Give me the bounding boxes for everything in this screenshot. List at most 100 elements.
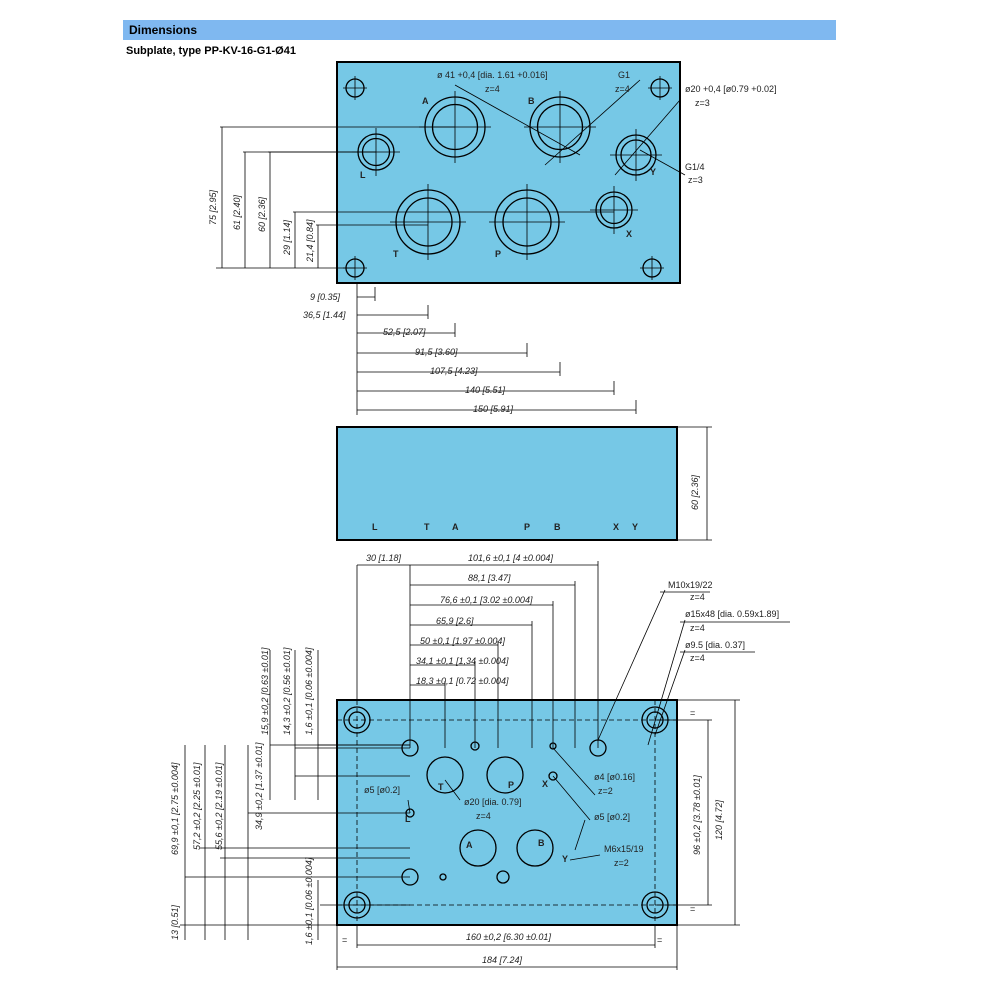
port-label-x: X	[626, 229, 632, 239]
bottom-port-t: T	[438, 782, 444, 792]
dim-160: 160 ±0,2 [6.30 ±0.01]	[466, 932, 551, 942]
dim-9: 9 [0.35]	[310, 292, 341, 302]
dim-1-6-bottom: 1,6 ±0,1 [0.06 ±0.004]	[304, 857, 314, 945]
dimension-line	[647, 619, 686, 746]
side-port-t: T	[424, 522, 430, 532]
callout-m6: M6x15/19	[604, 844, 644, 854]
dim-34-9: 34,9 ±0,2 [1.37 ±0.01]	[254, 742, 264, 830]
side-port-p: P	[524, 522, 530, 532]
bottom-port-b: B	[538, 838, 545, 848]
dim-65-9: 65,9 [2.6]	[436, 616, 474, 626]
callout-m10: M10x19/22	[668, 580, 713, 590]
dim-120: 120 [4.72]	[714, 799, 724, 840]
flat-mark: =	[690, 708, 695, 718]
side-port-x: X	[613, 522, 619, 532]
port-label-b: B	[528, 96, 535, 106]
port-bore	[426, 756, 464, 794]
dim-57-2: 57,2 ±0,2 [2.25 ±0.01]	[192, 762, 202, 850]
callout-pilot-bore-qty: z=3	[695, 98, 710, 108]
dimension-line	[569, 854, 601, 861]
callout-d20-qty: z=4	[476, 811, 491, 821]
bottom-port-y: Y	[562, 854, 568, 864]
side-port-l: L	[372, 522, 378, 532]
callout-cbore-qty: z=4	[690, 623, 705, 633]
callout-m10-qty: z=4	[690, 592, 705, 602]
dimension-line	[574, 819, 586, 851]
thread-hole	[496, 870, 510, 884]
dim-88-1: 88,1 [3.47]	[468, 573, 511, 583]
dimension-line	[639, 149, 686, 176]
dimension-line	[444, 779, 461, 801]
bottom-port-l: L	[405, 814, 411, 824]
dimension-line	[552, 775, 591, 821]
bottom-port-p: P	[508, 780, 514, 790]
dim-21-4: 21,4 [0.84]	[305, 219, 315, 263]
dim-69-9: 69,9 ±0,1 [2.75 ±0.004]	[170, 762, 180, 855]
dim-184: 184 [7.24]	[482, 955, 523, 965]
port-bore	[516, 829, 554, 867]
callout-pilot-thread-qty: z=3	[688, 175, 703, 185]
dim-29: 29 [1.14]	[282, 219, 292, 256]
callout-d20: ø20 [dia. 0.79]	[464, 797, 522, 807]
dim-150: 150 [5.91]	[473, 404, 514, 414]
dimension-line	[544, 79, 641, 166]
dim-52-5: 52,5 [2.07]	[383, 327, 426, 337]
subplate-title: Subplate, type PP-KV-16-G1-Ø41	[126, 45, 296, 57]
port-bore	[486, 756, 524, 794]
dim-101-6: 101,6 ±0,1 [4 ±0.004]	[468, 553, 553, 563]
dim-15-9: 15,9 ±0,2 [0.63 ±0.01]	[260, 647, 270, 735]
side-port-y: Y	[632, 522, 638, 532]
dim-76-6: 76,6 ±0,1 [3.02 ±0.004]	[440, 595, 533, 605]
callout-main-bore: ø 41 +0,4 [dia. 1.61 +0.016]	[437, 70, 548, 80]
callout-d4: ø4 [ø0.16]	[594, 772, 635, 782]
side-port-b: B	[554, 522, 561, 532]
callout-main-bore-qty: z=4	[485, 84, 500, 94]
pin-hole	[548, 771, 558, 781]
callout-cbore: ø15x48 [dia. 0.59x1.89]	[685, 609, 779, 619]
subplate-side-view	[336, 426, 678, 541]
dimension-line	[654, 649, 686, 736]
dimension-line	[552, 747, 596, 796]
callout-thru: ø9.5 [dia. 0.37]	[685, 640, 745, 650]
section-header: Dimensions	[123, 20, 836, 40]
flat-mark: =	[342, 935, 347, 945]
port-label-l: L	[360, 170, 366, 180]
dim-14-3: 14,3 ±0,2 [0.56 ±0.01]	[282, 647, 292, 735]
subplate-top-view	[336, 61, 681, 284]
bottom-port-a: A	[466, 840, 473, 850]
dimension-line	[454, 84, 581, 156]
subplate-bottom-view	[336, 699, 678, 926]
callout-d5-right: ø5 [ø0.2]	[594, 812, 630, 822]
dimension-line	[614, 99, 681, 176]
side-height-dim: 60 [2.36]	[690, 474, 700, 510]
port-label-p: P	[495, 249, 501, 259]
port-label-t: T	[393, 249, 399, 259]
dim-30: 30 [1.18]	[366, 553, 402, 563]
flat-mark: =	[690, 904, 695, 914]
callout-main-thread-qty: z=4	[615, 84, 630, 94]
dim-50: 50 ±0,1 [1.97 ±0.004]	[420, 636, 505, 646]
callout-pilot-thread: G1/4	[685, 162, 705, 172]
callout-d5-left: ø5 [ø0.2]	[364, 785, 400, 795]
flat-mark: =	[657, 935, 662, 945]
dim-75: 75 [2.95]	[208, 189, 218, 225]
dim-18-3: 18,3 ±0,1 [0.72 ±0.004]	[416, 676, 509, 686]
dim-61: 61 [2.40]	[232, 194, 242, 230]
dim-91-5: 91,5 [3.60]	[415, 347, 458, 357]
callout-d4-qty: z=2	[598, 786, 613, 796]
dim-1-6-top: 1,6 ±0,1 [0.06 ±0.004]	[304, 647, 314, 735]
dim-107-5: 107,5 [4.23]	[430, 366, 478, 376]
dim-96: 96 ±0,2 [3.78 ±0.01]	[692, 775, 702, 855]
port-bore	[459, 829, 497, 867]
bottom-port-x: X	[542, 779, 548, 789]
dim-140: 140 [5.51]	[465, 385, 506, 395]
side-port-a: A	[452, 522, 459, 532]
dim-55-6: 55,6 ±0,2 [2.19 ±0.01]	[214, 762, 224, 850]
dimension-line	[597, 589, 666, 741]
dimension-line	[407, 799, 411, 814]
callout-pilot-bore: ø20 +0,4 [ø0.79 +0.02]	[685, 84, 777, 94]
dim-60: 60 [2.36]	[257, 196, 267, 232]
dim-13: 13 [0.51]	[170, 904, 180, 940]
callout-m6-qty: z=2	[614, 858, 629, 868]
